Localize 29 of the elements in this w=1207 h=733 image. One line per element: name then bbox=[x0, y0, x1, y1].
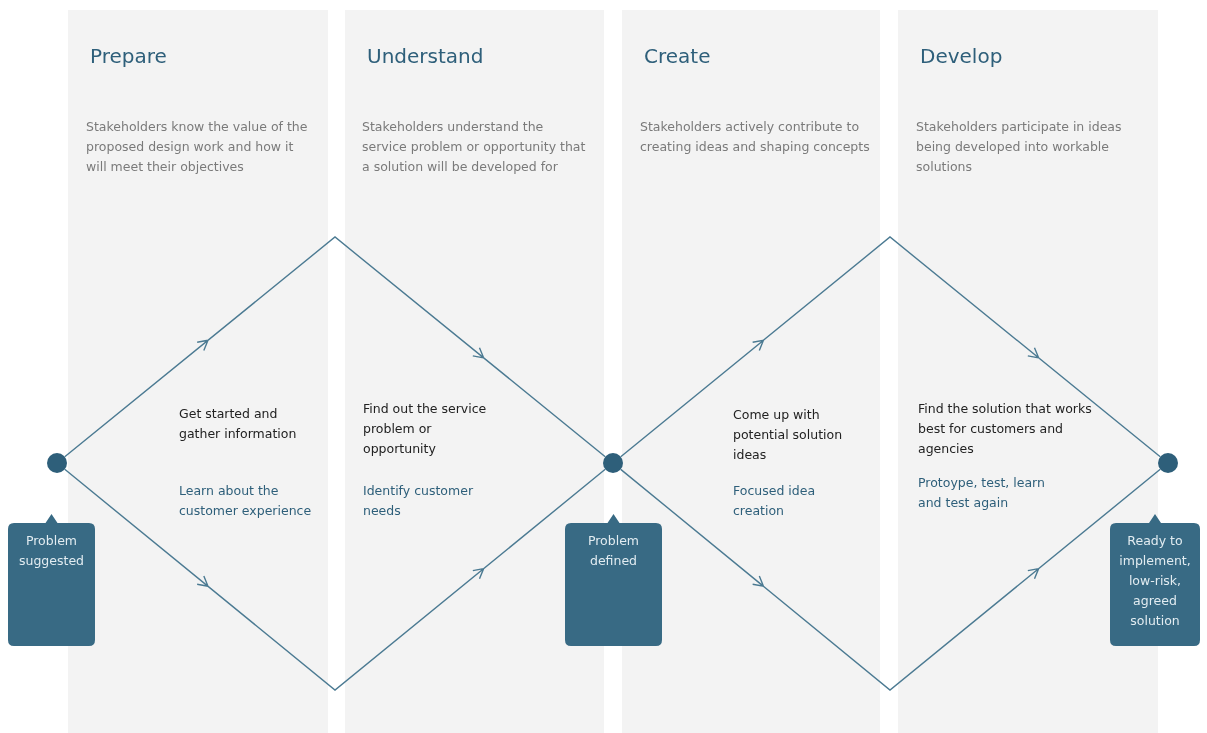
phase-description: Stakeholders participate in ideas being developed into workable solutions bbox=[916, 118, 1123, 176]
arrow bbox=[64, 468, 606, 691]
outcome-text: Protoype, test, learn and test again bbox=[918, 474, 1046, 512]
activity-text: Get started and gather information bbox=[179, 405, 298, 443]
phase-title: Understand bbox=[367, 44, 485, 68]
phase-title: Develop bbox=[920, 44, 1004, 68]
phase-description: Stakeholders understand the service problem or opportunity that a solution will be developed for bbox=[362, 118, 587, 176]
phase-title: Create bbox=[644, 44, 712, 68]
activity-text: Find the solution that works best for customers and agencies bbox=[918, 400, 1093, 458]
outcome-text: Focused idea creation bbox=[733, 482, 817, 520]
arrow bbox=[620, 468, 1161, 691]
outcome-text: Identify customer needs bbox=[363, 482, 475, 520]
milestone-label: Problem defined bbox=[586, 532, 641, 570]
activity-text: Come up with potential solution ideas bbox=[733, 406, 844, 464]
milestone-dot bbox=[1158, 453, 1178, 473]
milestone-callout bbox=[1110, 514, 1200, 646]
milestone-label: Ready to implement, low-risk, agreed solution bbox=[1118, 532, 1192, 630]
milestone-callout bbox=[8, 514, 95, 646]
milestone-dot bbox=[603, 453, 623, 473]
milestone-label: Problem suggested bbox=[17, 532, 85, 570]
milestone-dot bbox=[47, 453, 67, 473]
phase-description: Stakeholders actively contribute to creating ideas and shaping concepts bbox=[640, 118, 870, 156]
phase-description: Stakeholders know the value of the proposed design work and how it will meet their objectives bbox=[86, 118, 309, 176]
arrow bbox=[620, 236, 1161, 458]
arrow bbox=[64, 236, 606, 458]
phase-title: Prepare bbox=[90, 44, 168, 68]
activity-text: Find out the service problem or opportunity bbox=[363, 400, 488, 458]
milestone-callout bbox=[565, 514, 662, 646]
outcome-text: Learn about the customer experience bbox=[179, 482, 313, 520]
